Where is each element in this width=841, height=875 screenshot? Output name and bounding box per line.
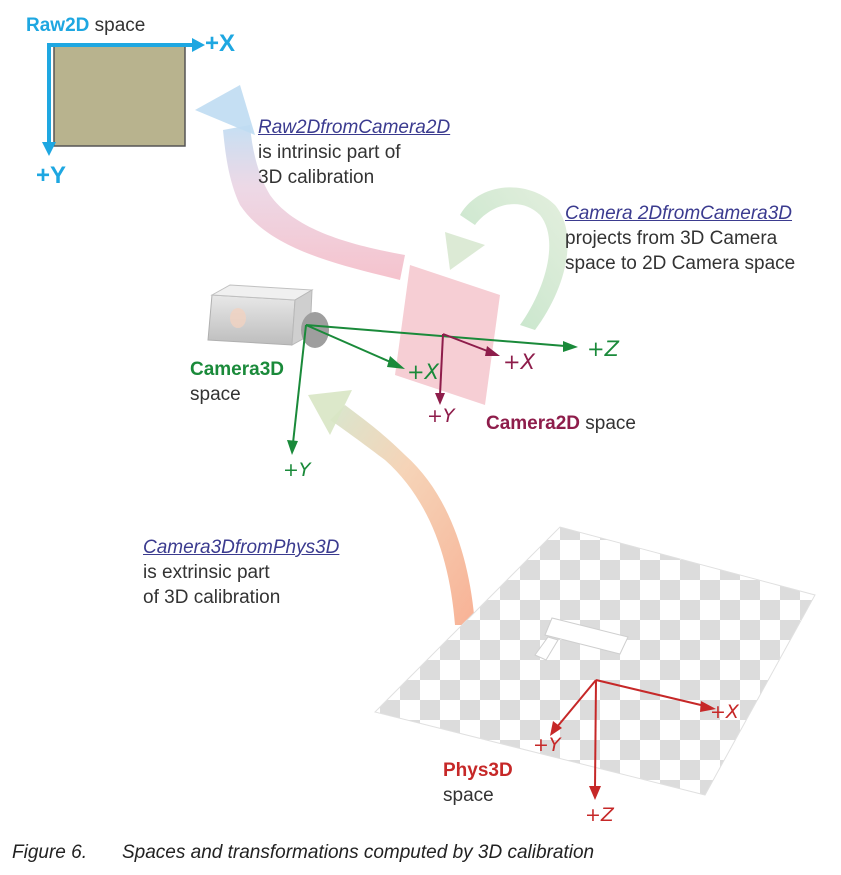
phys3d-plus-x-label: +X bbox=[710, 701, 739, 723]
camera2d-x-axis bbox=[442, 333, 500, 356]
phys3d-y-axis bbox=[550, 679, 597, 736]
camera2d-space-label: Camera2D space bbox=[486, 411, 636, 436]
raw2d-from-camera2d-line2: 3D calibration bbox=[258, 167, 375, 188]
camera3d-from-phys3d-line1: is extrinsic part bbox=[143, 562, 270, 583]
camera3d-from-phys3d-arrow bbox=[308, 390, 475, 625]
phys3d-space-label: Phys3D space bbox=[443, 758, 513, 808]
raw2d-image-plane bbox=[53, 45, 186, 147]
raw2d-from-camera2d-link[interactable]: Raw2DfromCamera2D bbox=[258, 117, 451, 138]
raw2d-plus-x-label: +X bbox=[205, 30, 236, 57]
camera3d-space-label: Camera3D space bbox=[190, 357, 284, 407]
camera2d-from-camera3d-line1: projects from 3D Camera bbox=[565, 228, 778, 249]
camera2d-from-camera3d-text: Camera 2DfromCamera3D projects from 3D C… bbox=[565, 201, 795, 276]
camera3d-y-axis bbox=[287, 324, 307, 455]
camera2d-suffix: space bbox=[580, 413, 636, 434]
camera3d-plus-x-label: +X bbox=[407, 360, 439, 384]
raw2d-x-axis bbox=[47, 38, 205, 52]
camera3d-suffix: space bbox=[190, 384, 241, 405]
phys3d-z-axis bbox=[589, 679, 601, 800]
camera3d-from-phys3d-text: Camera3DfromPhys3D is extrinsic part of … bbox=[143, 535, 339, 610]
phys3d-suffix: space bbox=[443, 785, 494, 806]
raw2d-y-axis bbox=[42, 43, 56, 156]
phys3d-plus-y-label: +Y bbox=[533, 734, 561, 756]
camera3d-plus-z-label: +Z bbox=[587, 337, 619, 361]
raw2d-plus-y-label: +Y bbox=[36, 162, 67, 189]
camera-icon bbox=[207, 284, 329, 348]
figure-caption-text: Spaces and transformations computed by 3… bbox=[122, 842, 595, 863]
camera3d-z-axis bbox=[305, 324, 578, 352]
camera2d-from-camera3d-arrow bbox=[445, 187, 568, 330]
raw2d-suffix: space bbox=[89, 15, 146, 36]
raw2d-from-camera2d-line1: is intrinsic part of bbox=[258, 142, 401, 163]
camera3d-from-phys3d-link[interactable]: Camera3DfromPhys3D bbox=[143, 537, 340, 558]
camera2d-name: Camera2D bbox=[486, 413, 580, 434]
raw2d-name: Raw2D bbox=[26, 15, 90, 36]
camera2d-plus-x-label: +X bbox=[503, 350, 535, 374]
figure-caption: Figure 6. Spaces and transformations comp… bbox=[12, 842, 594, 864]
phys3d-name: Phys3D bbox=[443, 760, 513, 781]
camera2d-y-axis bbox=[435, 333, 445, 405]
figure-number: Figure 6. bbox=[12, 842, 87, 863]
phys3d-x-axis bbox=[595, 679, 716, 712]
camera2d-plus-y-label: +Y bbox=[427, 405, 455, 427]
camera3d-from-phys3d-line2: of 3D calibration bbox=[143, 587, 281, 608]
phys3d-plus-z-label: +Z bbox=[585, 804, 614, 826]
camera3d-plus-y-label: +Y bbox=[283, 459, 311, 481]
camera2d-from-camera3d-link[interactable]: Camera 2DfromCamera3D bbox=[565, 203, 793, 224]
camera2d-from-camera3d-line2: space to 2D Camera space bbox=[565, 253, 796, 274]
raw2d-space-label: Raw2D space bbox=[26, 13, 145, 38]
camera3d-x-axis bbox=[305, 324, 405, 369]
raw2d-from-camera2d-text: Raw2DfromCamera2D is intrinsic part of 3… bbox=[258, 115, 450, 190]
raw2d-from-camera2d-arrow bbox=[195, 85, 405, 280]
camera3d-name: Camera3D bbox=[190, 359, 284, 380]
